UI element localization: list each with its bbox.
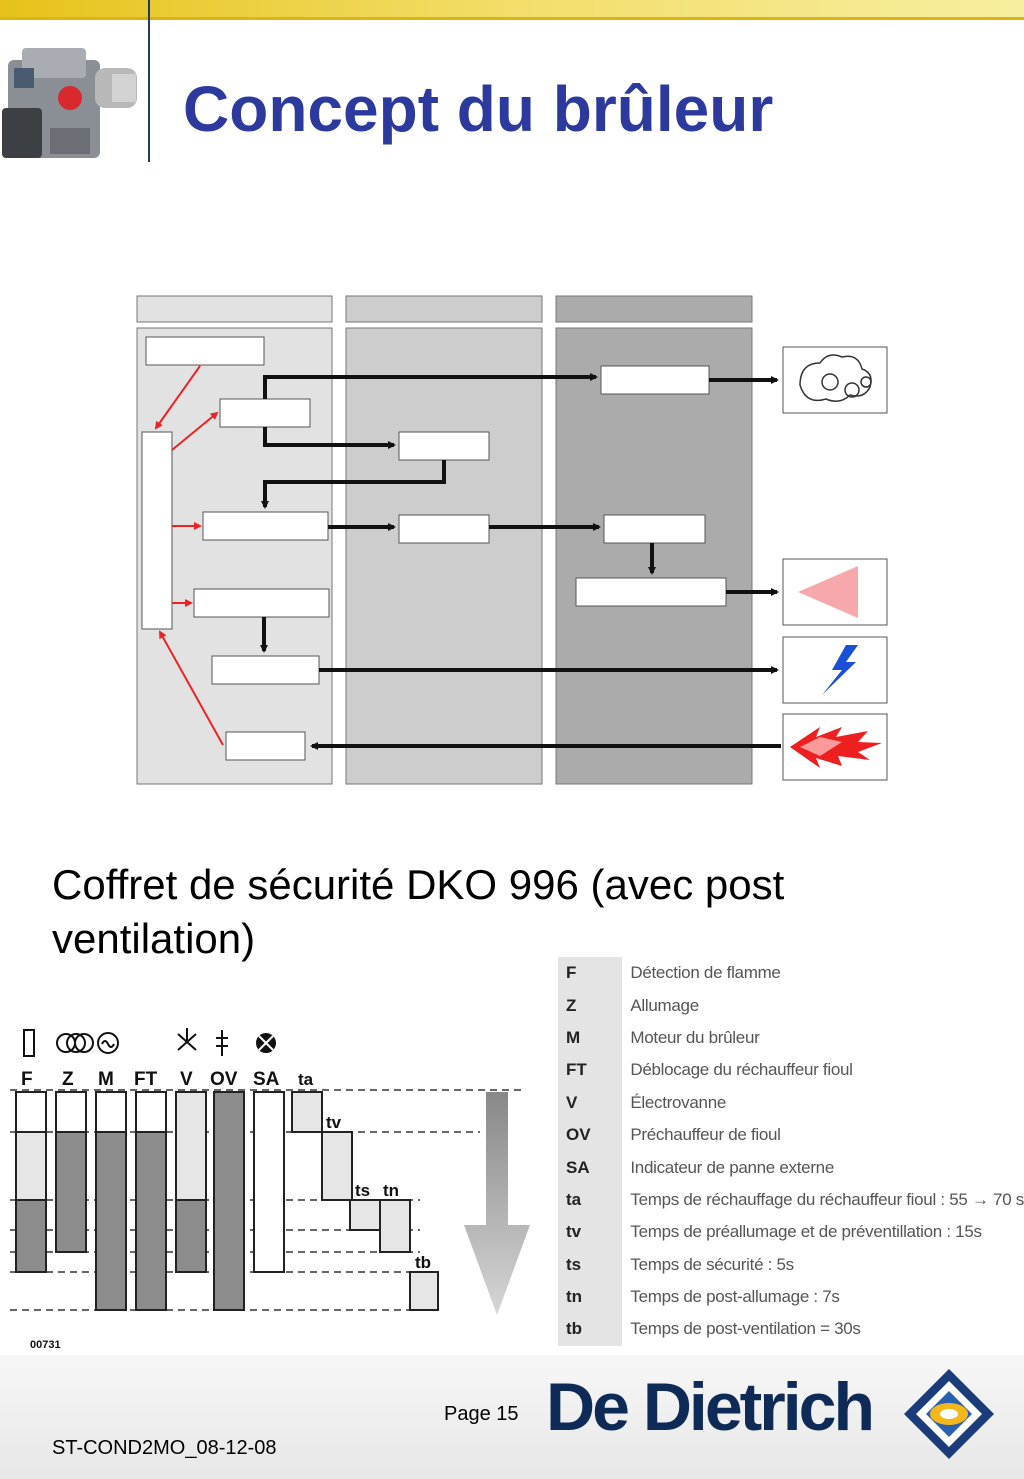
legend-table: F Détection de flamme Z Allumage M Moteur d… [558, 957, 1024, 1346]
legend-desc: Temps de sécurité : 5s [630, 1254, 794, 1274]
legend-row: tv Temps de préallumage et de préventilla… [558, 1216, 1024, 1249]
legend-desc: Temps de post-ventilation = 30s [630, 1319, 861, 1339]
legend-code: tb [558, 1313, 623, 1346]
legend-row: SA Indicateur de panne externe [558, 1151, 1024, 1184]
legend-row: ts Temps de sécurité : 5s [558, 1248, 1024, 1281]
signal-label-ta: ta [298, 1070, 314, 1089]
legend-row: FT Déblocage du réchauffeur fioul [558, 1054, 1024, 1087]
legend-code: M [558, 1021, 623, 1055]
legend-code: ta [558, 1183, 623, 1217]
legend-desc: Moteur du brûleur [630, 1027, 760, 1047]
legend-code: F [558, 957, 623, 990]
brand-wordmark: De Dietrich [546, 1369, 875, 1445]
legend-code: Z [558, 989, 623, 1022]
document-reference: ST-COND2MO_08-12-08 [52, 1437, 277, 1459]
signal-label-v: V [180, 1069, 193, 1090]
footer [0, 1355, 1024, 1479]
signal-label-ts: ts [355, 1181, 370, 1200]
legend-code: V [558, 1086, 623, 1119]
signal-label-f: F [21, 1069, 33, 1090]
legend-row: tb Temps de post-ventilation = 30s [558, 1313, 1024, 1346]
legend-code: SA [558, 1151, 623, 1184]
legend-row: V Électrovanne [558, 1086, 1024, 1119]
legend-desc: Allumage [630, 995, 699, 1015]
timing-diagram: F Z M FT V OV SA ta tv ts tn tb 00731 [10, 1028, 530, 1351]
legend-code: tn [558, 1280, 623, 1314]
de-dietrich-logo-icon [904, 1369, 994, 1459]
legend-row: OV Préchauffeur de fioul [558, 1118, 1024, 1152]
legend-desc: Temps de post-allumage : 7s [630, 1287, 840, 1307]
legend-row: ta Temps de réchauffage du réchauffeur fi… [558, 1183, 1024, 1217]
signal-label-tv: tv [326, 1113, 342, 1132]
burner-block-diagram [136, 295, 888, 785]
figure-code: 00731 [30, 1339, 61, 1351]
legend-row: Z Allumage [558, 989, 1024, 1022]
signal-label-sa: SA [253, 1069, 280, 1090]
legend-desc: Électrovanne [630, 1092, 727, 1112]
legend-code: tv [558, 1216, 623, 1249]
caption-text: Coffret de sécurité DKO 996 (avec post v… [52, 861, 785, 962]
burner-photo [2, 48, 137, 158]
legend-desc: Déblocage du réchauffeur fioul [630, 1060, 853, 1080]
signal-label-tb: tb [415, 1253, 431, 1272]
signal-label-tn: tn [383, 1181, 399, 1200]
legend-desc: Préchauffeur de fioul [630, 1125, 781, 1145]
legend-row: M Moteur du brûleur [558, 1021, 1024, 1055]
top-accent-bar [0, 0, 1024, 20]
legend-desc: Temps de préallumage et de préventillati… [630, 1222, 982, 1242]
legend-code: ts [558, 1248, 623, 1281]
legend-desc: Indicateur de panne externe [630, 1157, 834, 1177]
legend-row: tn Temps de post-allumage : 7s [558, 1280, 1024, 1314]
legend-desc: Détection de flamme [630, 963, 781, 983]
signal-label-m: M [98, 1069, 114, 1090]
signal-label-ft: FT [134, 1069, 158, 1090]
page-number: Page 15 [444, 1403, 519, 1425]
header-divider [148, 0, 150, 162]
page-title: Concept du brûleur [183, 73, 774, 145]
signal-label-z: Z [62, 1069, 74, 1090]
legend-code: OV [558, 1118, 623, 1152]
legend-code: FT [558, 1054, 623, 1087]
legend-row: F Détection de flamme [558, 957, 1024, 990]
signal-label-ov: OV [210, 1069, 238, 1090]
legend-desc: Temps de réchauffage du réchauffeur fiou… [630, 1189, 1024, 1209]
